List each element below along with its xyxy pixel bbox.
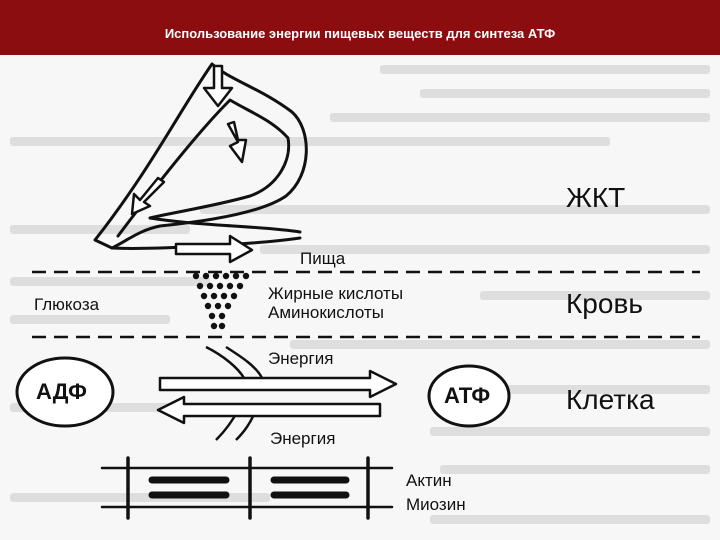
zone-gi-label: ЖКТ — [566, 182, 626, 213]
ingestion-arrow-icon — [202, 64, 234, 108]
energy-in-label: Энергия — [268, 349, 334, 368]
amino-acids-label: Аминокислоты — [268, 303, 384, 322]
food-passage-arrow-icon — [174, 234, 254, 264]
adp-label: АДФ — [36, 379, 87, 404]
energy-in-branch — [205, 345, 264, 379]
actin-label: Актин — [406, 471, 452, 490]
myosin-label: Миозин — [406, 495, 466, 514]
stomach-flow-arrow-1-icon — [226, 120, 248, 164]
slide-body — [0, 55, 720, 540]
food-label: Пища — [300, 249, 346, 268]
zone-cell-label: Клетка — [566, 384, 655, 415]
atp-hydrolysis-arrow-icon — [156, 395, 382, 425]
slide-title: Использование энергии пищевых веществ дл… — [164, 26, 556, 41]
background-scanned-text — [0, 55, 720, 540]
stomach-outline-outer — [93, 62, 308, 250]
slide-header: Использование энергии пищевых веществ дл… — [0, 0, 720, 55]
fatty-acids-label: Жирные кислоты — [268, 284, 404, 303]
sarcomere-icon — [100, 456, 394, 520]
atp-label: АТФ — [444, 383, 491, 408]
atp-synthesis-arrow-icon — [158, 369, 398, 399]
absorption-dots — [192, 272, 250, 330]
stomach-outline-inner — [116, 98, 291, 238]
adp-node-circle — [15, 356, 115, 428]
stomach-flow-arrow-2-icon — [130, 176, 166, 216]
glucose-label: Глюкоза — [34, 295, 100, 314]
atp-node-circle — [427, 364, 511, 428]
energy-out-label: Энергия — [270, 429, 336, 448]
zone-blood-label: Кровь — [566, 288, 643, 319]
